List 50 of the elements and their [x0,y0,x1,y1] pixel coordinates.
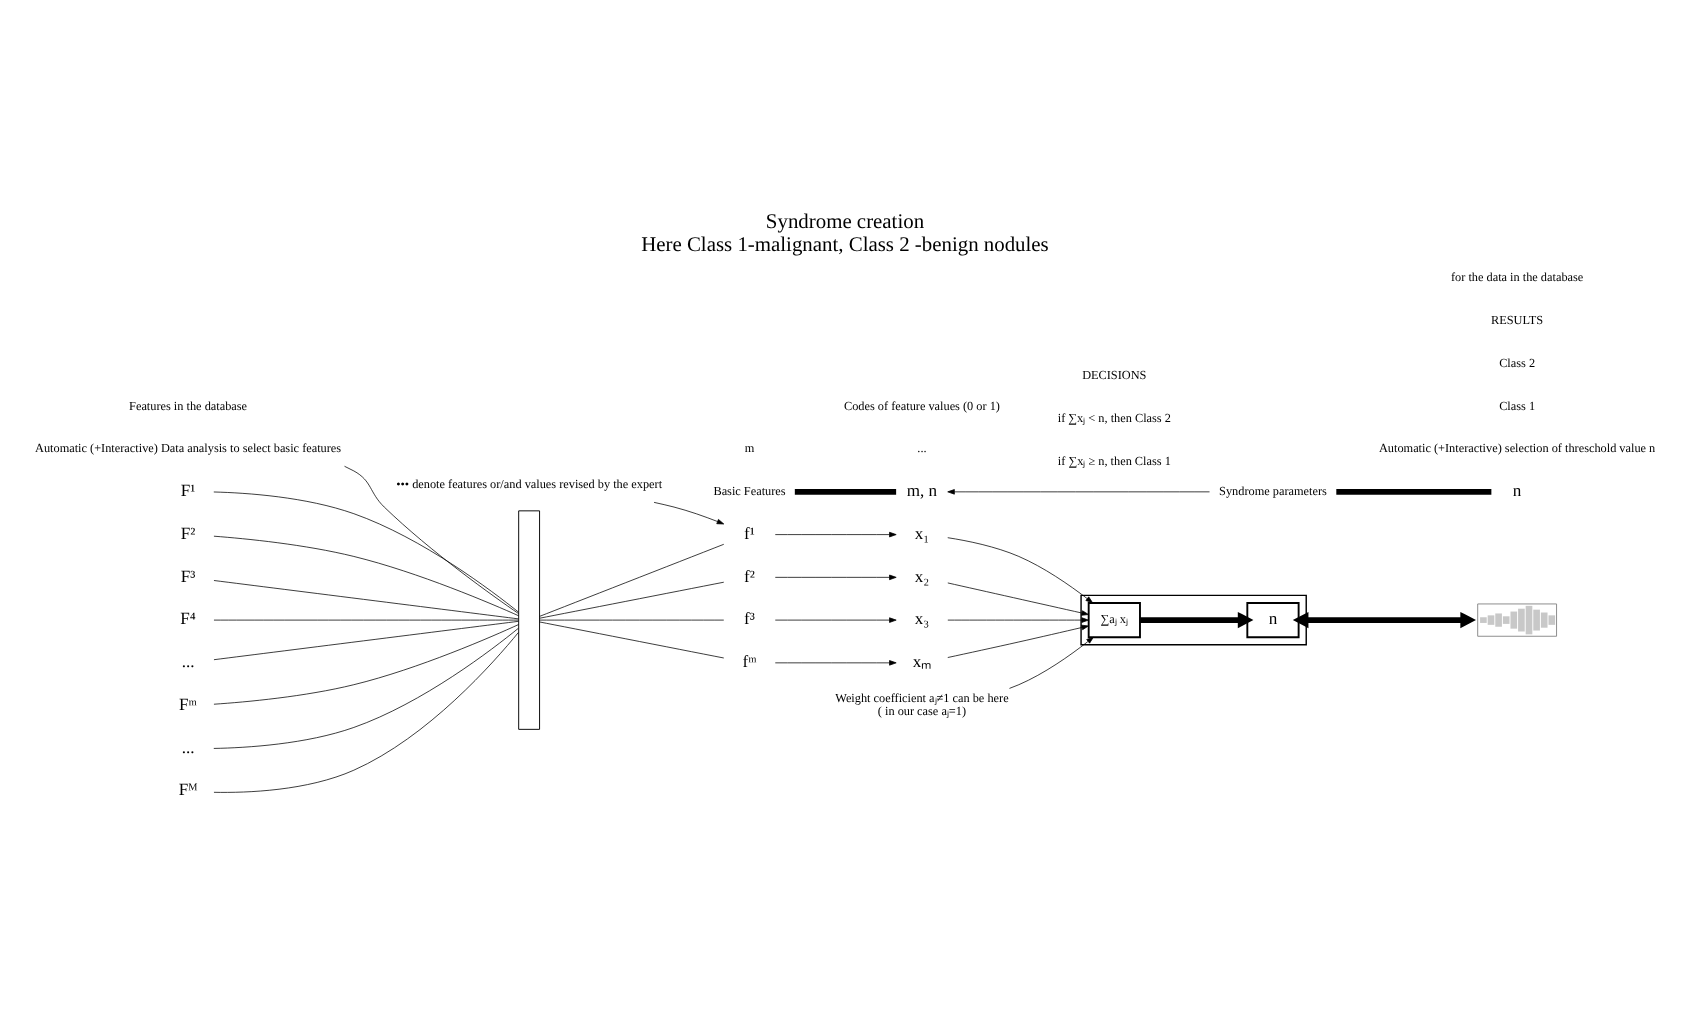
arrow [774,530,897,537]
node-text: f¹ [744,521,755,542]
node-box [518,509,541,729]
node-box: n [1246,601,1300,638]
node-text: ... [181,735,195,756]
connector [213,579,519,619]
node-text: m, n [906,479,938,500]
diagram-title: Syndrome creation [765,211,925,234]
arrow [947,488,1210,494]
node-text: x₁ [914,521,930,542]
node-text: Fᴹ [178,778,198,799]
node-text: x₂ [914,564,930,585]
connector [1336,488,1492,494]
arrow [774,616,897,622]
node-text: F⁴ [180,607,196,628]
connector [213,619,519,660]
node-text: xₘ [912,650,932,671]
arrow [774,573,897,580]
node-text: Fᵐ [179,692,198,713]
connector [344,464,519,613]
caption: Here Class 1-malignant, Class 2 -benign nodules [641,234,1049,257]
connector [213,618,519,620]
connector [213,626,519,748]
node-text: f² [744,564,755,585]
arrow [947,536,1093,603]
connector [213,631,519,792]
connector [539,618,725,620]
node-text: n [1512,479,1522,500]
node-text: F³ [180,564,196,585]
arrow [1292,610,1476,628]
node-text: F¹ [180,479,196,500]
node-text: fᵐ [742,650,757,671]
node-text: x₃ [914,607,930,628]
node-text: f³ [744,607,755,628]
node-text: F² [180,521,196,542]
connector [539,580,725,618]
arrow [947,581,1089,615]
connector [213,490,519,612]
arrow [947,623,1089,657]
node-text: ... [181,650,195,671]
connector [539,620,725,658]
connector [213,623,519,704]
arrow [947,616,1089,622]
connector [539,542,725,616]
connector [213,534,519,616]
arrow [653,501,725,524]
arrow [1009,635,1094,688]
connector [794,488,897,494]
arrow [1140,610,1254,628]
arrow [774,659,897,665]
